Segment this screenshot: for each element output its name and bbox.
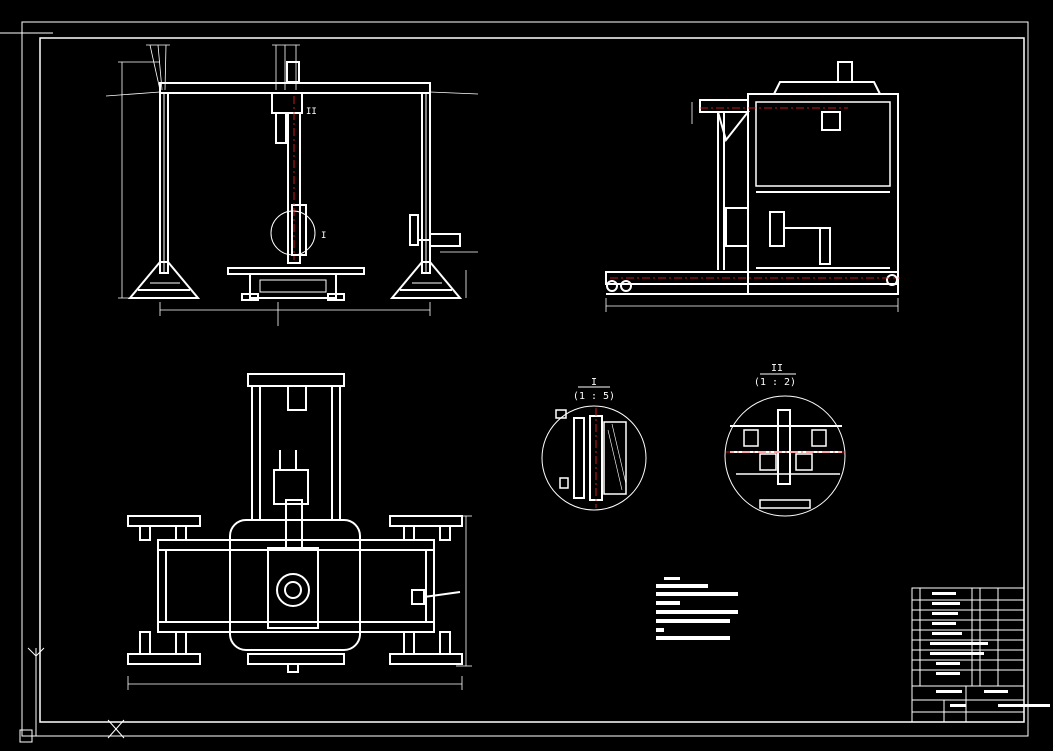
technical-notes-block bbox=[656, 577, 738, 640]
front-view bbox=[105, 44, 479, 326]
detail-view-i bbox=[541, 386, 647, 511]
ucs-icon bbox=[19, 647, 125, 743]
sheet-border bbox=[0, 21, 1029, 737]
title-block-text-bars bbox=[930, 592, 1050, 707]
side-view bbox=[605, 61, 900, 312]
detail-i-marker: I bbox=[321, 231, 326, 241]
detail-view-ii bbox=[724, 373, 848, 517]
detail-ii-marker: II bbox=[306, 107, 317, 117]
detail-ii-title: II bbox=[771, 363, 783, 374]
detail-i-scale: (1 : 5) bbox=[573, 391, 615, 402]
detail-i-title: I bbox=[591, 377, 597, 388]
detail-ii-scale: (1 : 2) bbox=[754, 377, 796, 388]
title-block bbox=[911, 587, 1025, 723]
top-view bbox=[127, 373, 472, 690]
